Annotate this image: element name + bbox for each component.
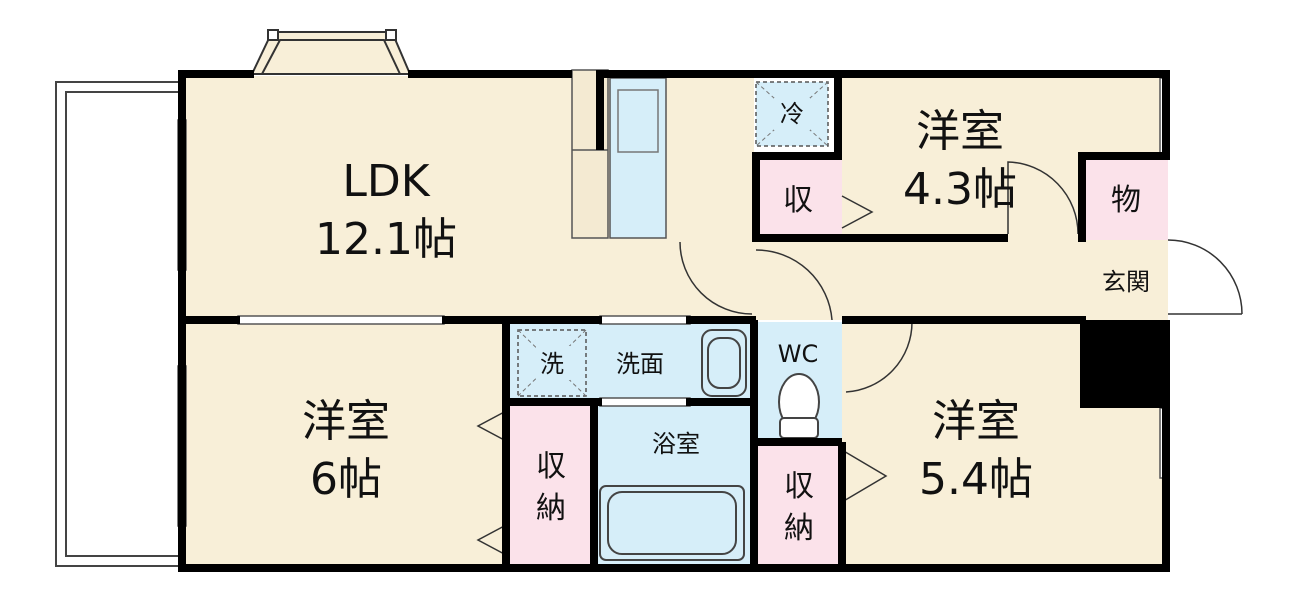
storage-c-label-bottom: 納 (784, 511, 814, 546)
western-room-b-floor (182, 320, 508, 568)
toilet (778, 373, 820, 439)
western-room-c-name: 洋室 (932, 396, 1020, 447)
bathroom-label: 浴室 (652, 430, 700, 458)
closet-small-floor (756, 156, 842, 240)
western-room-b-size: 6帖 (310, 454, 382, 505)
bay-window (250, 29, 412, 75)
entrance-floor (1086, 240, 1168, 320)
washroom-label: 洗面 (616, 350, 664, 378)
walls (178, 70, 1170, 572)
vanity-basin (701, 329, 747, 397)
washer-space (517, 329, 587, 397)
storage-c-label-top: 収 (784, 469, 814, 504)
storage-c-floor (756, 444, 842, 568)
storage-b-label-bottom: 納 (536, 491, 566, 526)
storage-b-label-top: 収 (536, 449, 566, 484)
western-room-a-name: 洋室 (916, 106, 1004, 157)
storeroom-floor (1086, 156, 1168, 240)
storeroom-label: 物 (1111, 183, 1141, 218)
kitchen-counter (571, 69, 667, 239)
western-room-b-name: 洋室 (302, 396, 390, 447)
storage-b-floor (510, 404, 594, 568)
door-swings (476, 161, 1243, 557)
entrance-label: 玄関 (1102, 268, 1150, 296)
bathtub (599, 485, 745, 561)
washer-label: 洗 (540, 350, 564, 378)
ldk-size: 12.1帖 (315, 214, 457, 265)
balcony (55, 81, 181, 567)
ldk-floor (182, 76, 754, 320)
fridge-label: 冷 (780, 100, 804, 128)
closet-small-label: 収 (783, 183, 813, 218)
western-room-a-size: 4.3帖 (903, 164, 1017, 215)
fridge (755, 81, 829, 147)
ldk-name: LDK (342, 156, 430, 207)
wc-label: WC (778, 340, 819, 368)
western-room-c-size: 5.4帖 (919, 454, 1033, 505)
